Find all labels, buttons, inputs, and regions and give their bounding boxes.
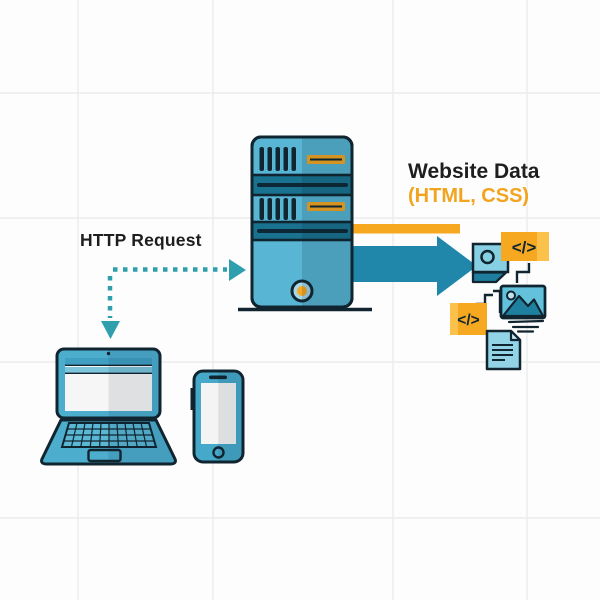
phone-speaker-icon bbox=[209, 375, 227, 380]
motion-lines bbox=[507, 319, 545, 333]
response-arrow solid-teal-arrow bbox=[353, 236, 477, 296]
steps-decoration bbox=[515, 263, 531, 283]
laptop-browser-bar bbox=[65, 358, 152, 365]
laptop-icon bbox=[40, 347, 177, 466]
website-data-subtitle: (HTML, CSS) bbox=[408, 184, 530, 207]
http-request-label: HTTP Request bbox=[80, 230, 202, 250]
image-file-icon bbox=[499, 284, 547, 320]
website-assets-cluster: </> </> bbox=[450, 232, 549, 371]
code-snippet-icon: </> bbox=[501, 232, 549, 261]
website-data-title: Website Data bbox=[408, 160, 540, 183]
webcam-icon bbox=[106, 351, 111, 356]
phone-screen bbox=[201, 383, 236, 444]
laptop-keyboard bbox=[60, 422, 158, 448]
phone-home-button-icon bbox=[212, 446, 225, 459]
code-glyph: </> bbox=[457, 312, 479, 329]
server-power-button-icon bbox=[290, 279, 314, 303]
server-vent-slats bbox=[259, 147, 296, 220]
request-arrow dashed-teal-arrow bbox=[101, 259, 246, 339]
smartphone-icon bbox=[190, 369, 245, 464]
server-tower-icon bbox=[238, 135, 372, 312]
server-indicator-lights bbox=[307, 155, 345, 211]
code-snippet-icon: </> bbox=[450, 303, 487, 335]
arrowhead-right-icon bbox=[229, 259, 246, 281]
code-glyph: </> bbox=[512, 238, 537, 257]
document-file-icon bbox=[485, 329, 522, 371]
website-data-label: Website Data (HTML, CSS) bbox=[408, 160, 540, 208]
laptop-screen bbox=[65, 358, 152, 411]
response-data-bar bbox=[352, 224, 460, 234]
laptop-trackpad bbox=[87, 448, 122, 463]
arrowhead-down-icon bbox=[101, 321, 120, 339]
